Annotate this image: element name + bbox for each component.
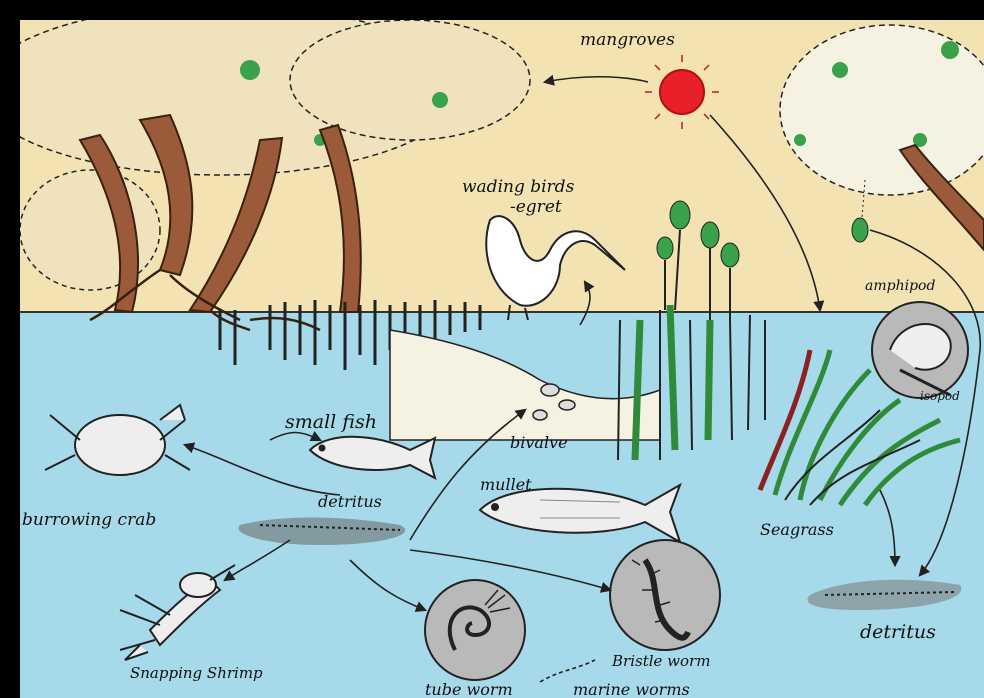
label-marine-worms: marine worms [573, 680, 690, 698]
bristle-worm-circle [610, 540, 720, 650]
label-bristle-worm: Bristle worm [611, 652, 710, 670]
label-detritus-center: detritus [318, 492, 382, 511]
label-detritus-right: detritus [860, 621, 936, 643]
label-small-fish: small fish [285, 411, 377, 433]
label-tube-worm: tube worm [425, 680, 513, 698]
label-egret: -egret [510, 197, 562, 217]
label-snapping-shrimp: Snapping Shrimp [130, 664, 263, 682]
label-burrowing-crab: burrowing crab [22, 510, 156, 530]
label-amphipod: amphipod [865, 278, 935, 294]
label-bivalve: bivalve [510, 433, 568, 452]
label-wading-birds: wading birds [462, 177, 575, 197]
label-mangroves: mangroves [580, 30, 675, 50]
label-mullet: mullet [480, 475, 532, 494]
label-isopod: isopod [920, 389, 960, 403]
tube-worm-circle [425, 580, 525, 680]
amphipod-isopod-circle [872, 302, 968, 398]
mangrove-food-web-diagram: mangroves wading birds -egret amphipod i… [20, 20, 984, 698]
label-seagrass: Seagrass [760, 520, 834, 539]
